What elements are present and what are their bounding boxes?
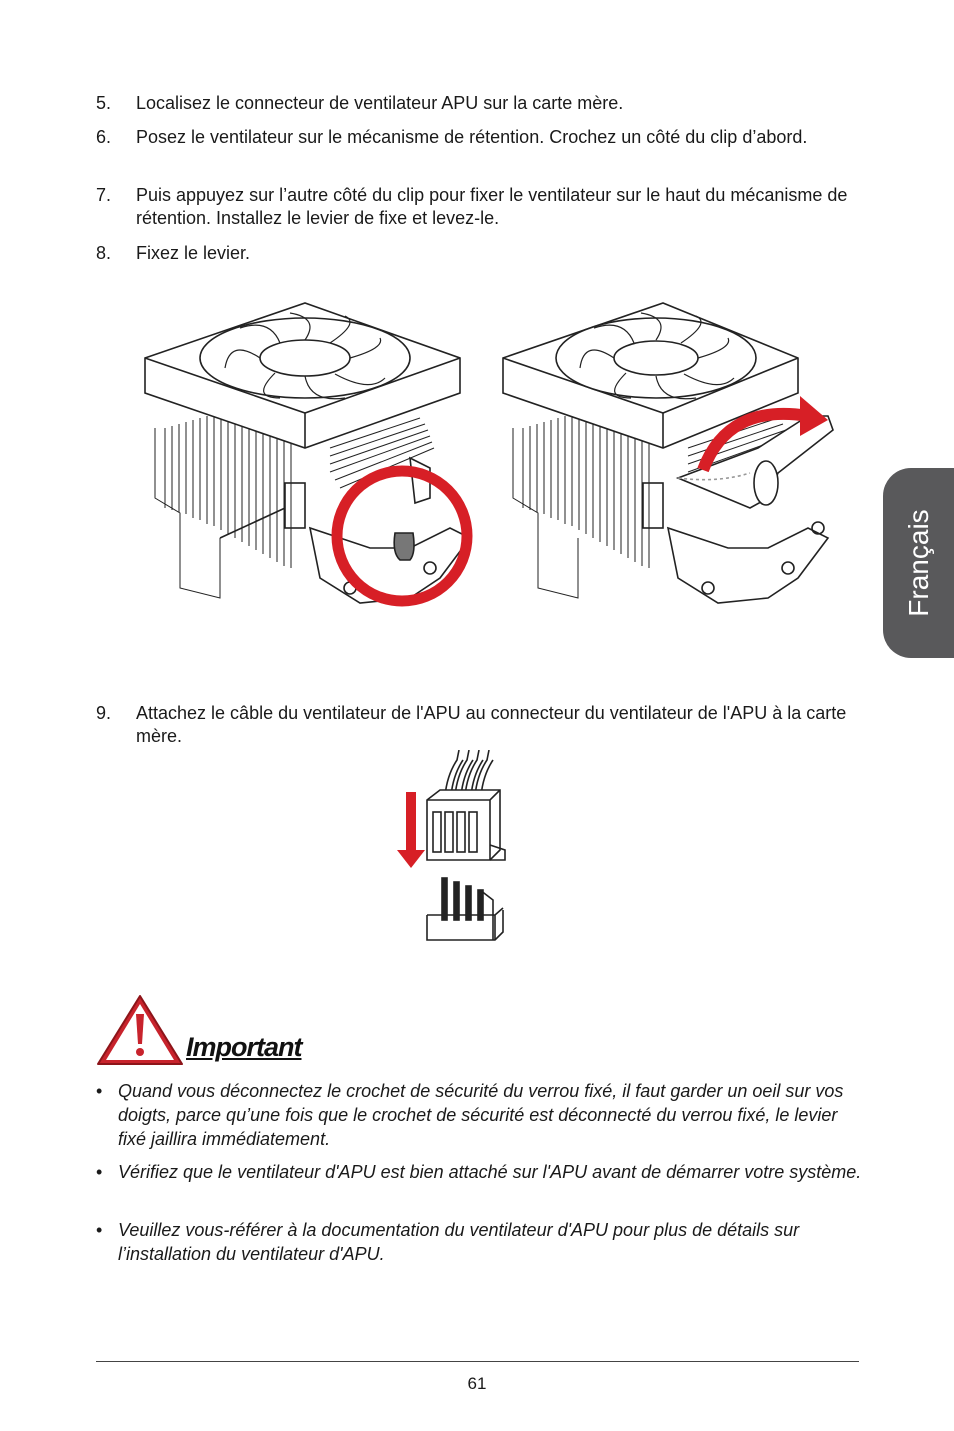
language-tab: Français [883,468,954,658]
step-text: Posez le ventilateur sur le mécanisme de… [136,127,808,147]
step-number: 8. [96,243,112,263]
language-tab-label: Français [902,509,934,617]
important-title: Important [186,1032,302,1062]
step-text: Fixez le levier. [136,243,251,263]
cooler-illustration-right [502,302,834,604]
footer-rule [96,1361,859,1362]
step-text: Attachez le câble du ventilateur de l'AP… [136,703,847,746]
bullet-text: Quand vous déconnectez le crochet de séc… [118,1081,844,1149]
step-text: Puis appuyez sur l’autre côté du clip po… [136,185,848,228]
step-text: Localisez le connecteur de ventilateur A… [136,93,624,113]
step-number: 7. [96,185,112,205]
bullet-text: Veuillez vous-référer à la documentation… [118,1220,800,1264]
bullet-dot: • [96,1220,103,1240]
step-number: 6. [96,127,112,147]
bullet-text: Vérifiez que le ventilateur d'APU est bi… [118,1162,862,1182]
step-number: 5. [96,93,112,113]
warning-icon [97,995,183,1065]
cooler-illustration-left [144,302,473,607]
page-number: 61 [467,1374,487,1393]
fan-connector-illustration [397,750,506,941]
bullet-dot: • [96,1162,103,1182]
step-number: 9. [96,703,112,723]
bullet-dot: • [96,1081,103,1101]
